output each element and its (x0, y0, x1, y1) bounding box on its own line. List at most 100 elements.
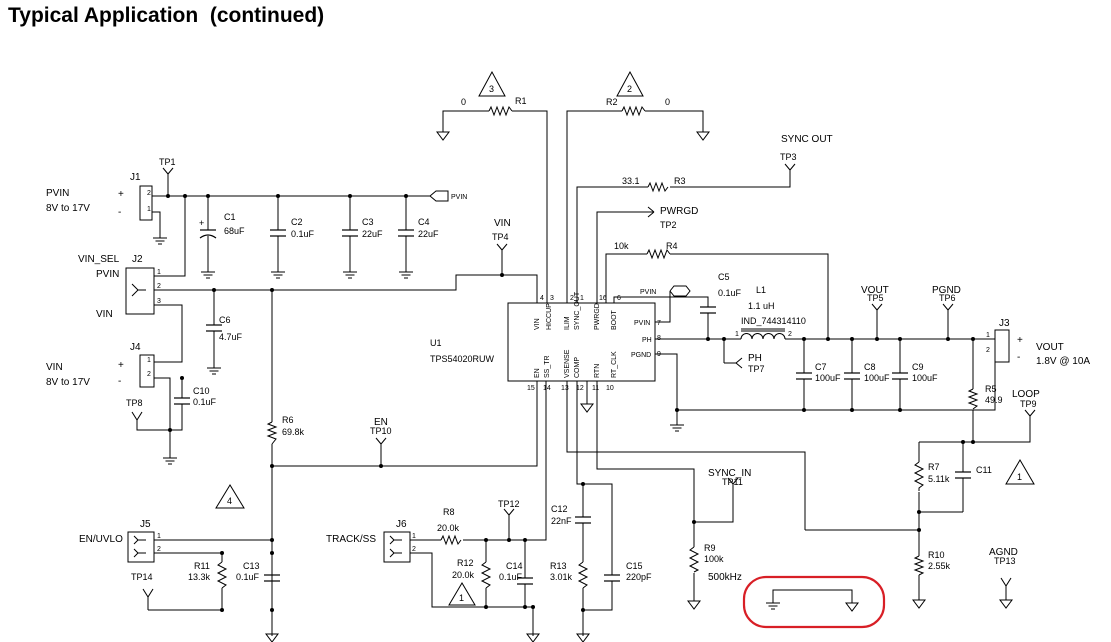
ic-pin-num: 6 (617, 295, 621, 302)
resistor-r11 (216, 561, 228, 589)
r11-ref: R11 (194, 561, 210, 571)
tp3-label: TP3 (780, 152, 797, 162)
ic-pin-num: 1 (580, 295, 584, 302)
note-3-number: 3 (489, 84, 494, 94)
net-pwrgd: PWRGD (660, 206, 698, 217)
ic-pin-name: VSENSE (564, 349, 571, 378)
ic-pin-name: RT_CLK (611, 351, 618, 378)
j3-minus: - (1017, 352, 1020, 363)
r11-value: 13.3k (188, 572, 211, 582)
connector-j3 (994, 329, 1010, 363)
l1-ref: L1 (756, 285, 766, 295)
j1-plus: + (118, 189, 124, 200)
net-agnd: AGND (989, 547, 1018, 558)
c15-value: 220pF (626, 572, 652, 582)
net-ph: PH (748, 353, 762, 364)
note-triangle-1-bottom (448, 582, 476, 606)
tp14-label: TP14 (131, 572, 153, 582)
c12-ref: C12 (551, 504, 568, 514)
r4-ref: R4 (666, 241, 678, 251)
ic-pin-name: HICCUP (546, 303, 553, 330)
r7-ref: R7 (928, 462, 940, 472)
ic-pin-num: 8 (657, 335, 661, 342)
tp12-label: TP12 (498, 499, 520, 509)
pvin-flags (429, 190, 691, 297)
c12-value: 22nF (551, 516, 572, 526)
tp4-label: TP4 (492, 232, 509, 242)
j6-pin2: 2 (412, 546, 416, 553)
tp6-label: TP6 (939, 293, 956, 303)
c5-value: 0.1uF (718, 288, 742, 298)
resistor-r6 (266, 421, 278, 445)
net-vout: VOUT (861, 285, 889, 296)
ic-pin-name: SYNC_OUT (574, 291, 581, 330)
net-sync-in: SYNC_IN (708, 468, 751, 479)
r13-value: 3.01k (550, 572, 573, 582)
j2-pin1: 1 (157, 269, 161, 276)
c3-ref: C3 (362, 217, 374, 227)
j1-ref: J1 (130, 172, 141, 183)
tp8-label: TP8 (126, 398, 143, 408)
tp13-label: TP13 (994, 556, 1016, 566)
net-vin: VIN (494, 218, 511, 229)
resistor-r4 (646, 248, 671, 260)
connector-boxes (125, 185, 1010, 563)
r8-ref: R8 (443, 507, 455, 517)
wires (136, 110, 1031, 636)
resistor-r1 (488, 105, 513, 117)
ic-pin-num: 16 (599, 295, 607, 302)
ic-pin-name: RTN (594, 364, 601, 378)
r2-ref: R2 (606, 97, 618, 107)
j2-ref: J2 (132, 254, 143, 265)
l1-pin2: 2 (788, 331, 792, 338)
j6-label: TRACK/SS (326, 534, 376, 545)
c1-ref: C1 (224, 212, 236, 222)
note-triangle-1-right (1005, 459, 1035, 485)
c3-value: 22uF (362, 229, 383, 239)
ground-short (772, 589, 853, 603)
j1-minus: - (118, 207, 121, 218)
r3-value: 33.1 (622, 176, 640, 186)
j4-range: 8V to 17V (46, 377, 90, 388)
c2-ref: C2 (291, 217, 303, 227)
l1-part: IND_744314110 (741, 316, 806, 326)
c9-value: 100uF (912, 373, 938, 383)
highlight-ellipse (742, 575, 886, 629)
r9-ref: R9 (704, 543, 716, 553)
c10-ref: C10 (193, 386, 210, 396)
net-sync-out: SYNC OUT (781, 134, 833, 145)
pvin-flag2-label: PVIN (640, 289, 656, 296)
ic-pin-num: 2 (570, 295, 574, 302)
c8-ref: C8 (864, 362, 876, 372)
j3-label: VOUT (1036, 342, 1064, 353)
c5-ref: C5 (718, 272, 730, 282)
tp5-label: TP5 (867, 293, 884, 303)
note-1-number: 1 (1017, 472, 1022, 482)
ic-part: TPS54020RUW (430, 354, 495, 364)
j3-spec: 1.8V @ 10A (1036, 356, 1090, 367)
ic-pin-num: 14 (543, 385, 551, 392)
j5-pin2: 2 (157, 546, 161, 553)
j5-pin1: 1 (157, 533, 161, 540)
r8-value: 20.0k (437, 523, 460, 533)
j3-ref: J3 (999, 318, 1010, 329)
note-triangles (215, 70, 1035, 606)
j1-pin1: 1 (147, 206, 151, 213)
r9-note: 500kHz (708, 572, 742, 583)
capacitor-c9 (892, 372, 908, 380)
ic-pin-name: ILIM (564, 316, 571, 330)
note-1b-number: 1 (459, 593, 464, 603)
tp11-label: TP11 (722, 477, 743, 487)
r6-ref: R6 (282, 415, 294, 425)
ic-pin-num: 13 (561, 385, 569, 392)
l1-pin1: 1 (735, 331, 739, 338)
ic-pin-num: 3 (550, 295, 554, 302)
ic-ref: U1 (430, 338, 442, 348)
c4-value: 22uF (418, 229, 439, 239)
resistors (216, 105, 979, 589)
ic-pin-name: EN (534, 368, 541, 378)
inductor-l1 (740, 328, 786, 340)
ic-pin-num: 12 (576, 385, 584, 392)
ic-pin-num: 15 (527, 385, 535, 392)
